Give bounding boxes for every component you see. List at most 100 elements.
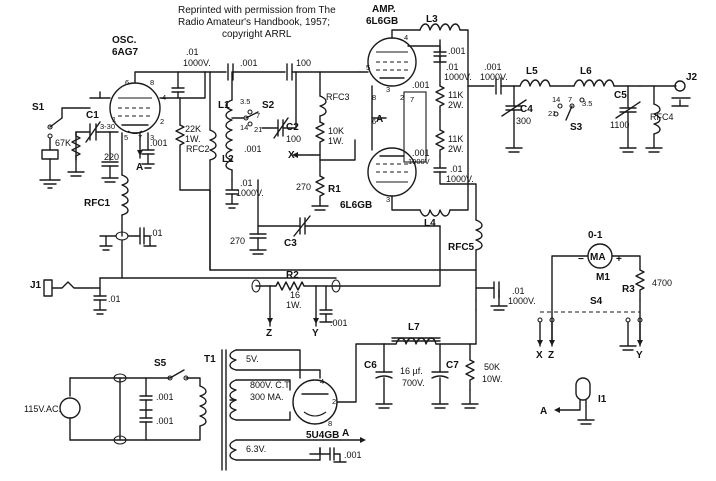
crystal <box>41 149 59 160</box>
cap-001-osc: .001 <box>150 138 168 148</box>
cap-16uf: 16 µf. <box>400 366 423 376</box>
cap-c5: C5 <box>614 90 627 101</box>
amp-tube-top: 6L6GB <box>366 16 398 27</box>
s3-pos-14: 14 <box>552 95 560 104</box>
cap-c3: C3 <box>284 238 297 249</box>
resistor-22k: 22K <box>185 124 201 134</box>
meter-plus: + <box>616 254 622 265</box>
t1-5v: 5V. <box>246 354 259 364</box>
s2-pos-7: 7 <box>256 111 260 120</box>
meter-m1-label: M1 <box>596 272 610 283</box>
resistor-11k-b-watt: 2W. <box>448 144 464 154</box>
resistor-r2-watt: 1W. <box>286 300 302 310</box>
credit-line-1: Reprinted with permission from The <box>178 5 336 16</box>
amp-pin-8-top: 8 <box>372 93 376 102</box>
osc-pin-1: 1 <box>112 115 116 124</box>
jack-j2-label: J2 <box>686 72 698 83</box>
cap-16uf-voltage: 700V. <box>402 378 425 388</box>
cap-220: 220 <box>104 152 119 162</box>
amp-tube-bottom: 6L6GB <box>340 200 372 211</box>
cap-001-amp3: .001 <box>412 148 430 158</box>
resistor-11k-a-watt: 2W. <box>448 100 464 110</box>
switch-s1 <box>47 124 53 130</box>
cap-c1-label: C1 <box>86 110 99 121</box>
resistor-r3: R3 <box>622 284 635 295</box>
cap-01-mid: .01 <box>240 178 253 188</box>
cap-001-amp3-voltage: 1000V <box>408 157 430 166</box>
resistor-67k: 67K <box>55 138 71 148</box>
cap-270: 270 <box>230 236 245 246</box>
t1-current: 300 MA. <box>250 392 284 402</box>
node-x-mid: X <box>288 150 295 161</box>
cap-c6: C6 <box>364 360 377 371</box>
ac-plug <box>59 397 81 419</box>
osc-pin-2: 2 <box>160 117 164 126</box>
cap-01-j1: .01 <box>108 294 121 304</box>
coil-l2: L2 <box>222 154 234 165</box>
s2-pos-14: 14 <box>240 123 248 132</box>
switch-s2: S2 <box>262 100 275 111</box>
amp-tube-bottom-body <box>367 147 417 197</box>
coil-l5: L5 <box>526 66 538 77</box>
cap-001-a: .001 <box>240 58 258 68</box>
cap-01-top: .01 <box>186 47 199 57</box>
cap-01-top-voltage: 1000V. <box>183 58 211 68</box>
jack-j1: J1 <box>30 280 42 291</box>
meter-node-z: Z <box>548 350 554 361</box>
rect-pin-2: 2 <box>332 397 336 406</box>
osc-tube-type: 6AG7 <box>112 47 139 58</box>
rect-node-a: A <box>342 428 349 439</box>
choke-rfc3: RFC3 <box>326 92 350 102</box>
resistor-r2: R2 <box>286 270 299 281</box>
cap-01-osc: .01 <box>150 228 163 238</box>
cap-c2-value: 100 <box>286 134 301 144</box>
jack-j2 <box>674 80 686 92</box>
osc-tube <box>109 82 161 135</box>
rect-pin-4: 4 <box>320 377 324 386</box>
cap-001-s5b: .001 <box>156 416 174 426</box>
rectifier-type: 5U4GB <box>306 430 339 441</box>
amp-tube-top-body <box>367 37 417 87</box>
choke-l7: L7 <box>408 322 420 333</box>
meter-minus: − <box>578 254 584 265</box>
resistor-r1: R1 <box>328 184 341 195</box>
credit-line-2: Radio Amateur's Handbook, 1957; <box>178 17 330 28</box>
cap-c4-value: 300 <box>516 116 531 126</box>
switch-s3: S3 <box>570 122 583 133</box>
resistor-22k-watt: 1W. <box>185 134 201 144</box>
resistor-50k-watt: 10W. <box>482 374 503 384</box>
amp-pin-3-bottom: 3 <box>386 195 390 204</box>
meter-range: 0-1 <box>588 230 603 241</box>
credit-line-3: copyright ARRL <box>222 29 292 40</box>
cap-01-amp2: .01 <box>450 164 463 174</box>
switch-s4: S4 <box>590 296 603 307</box>
choke-rfc1: RFC1 <box>84 198 111 209</box>
cap-001-amp: .001 <box>448 46 466 56</box>
resistor-270: 270 <box>296 182 311 192</box>
cap-c1-value: 3-30 <box>100 122 115 131</box>
cap-01-rfc5: .01 <box>512 286 525 296</box>
coil-l3: L3 <box>426 14 438 25</box>
amp-pin-2-top: 2 <box>400 93 404 102</box>
cap-01-mid-voltage: 1000V. <box>236 188 264 198</box>
resistor-11k-b: 11K <box>448 134 463 144</box>
rectifier-tube <box>292 379 338 425</box>
cap-01-amp-voltage: 1000V. <box>444 72 472 82</box>
cap-c5-value: 1100 <box>610 120 629 130</box>
resistor-r2-value: 16 <box>290 290 300 300</box>
cap-c4: C4 <box>520 104 533 115</box>
cap-001-out-voltage: 1000V. <box>480 72 508 82</box>
coil-l1: L1 <box>218 100 230 111</box>
cap-c7: C7 <box>446 360 459 371</box>
cap-01-rfc5-voltage: 1000V. <box>508 296 536 306</box>
amp-pin-3-top: 3 <box>386 85 390 94</box>
coil-l4: L4 <box>424 218 436 229</box>
osc-pin-3: 3 <box>150 133 154 142</box>
jack-j1-body <box>43 279 53 297</box>
resistor-11k-a: 11K <box>448 90 463 100</box>
osc-pin-6: 6 <box>125 78 129 87</box>
rect-pin-8: 8 <box>328 419 332 428</box>
cap-001-amp2: .001 <box>412 80 430 90</box>
